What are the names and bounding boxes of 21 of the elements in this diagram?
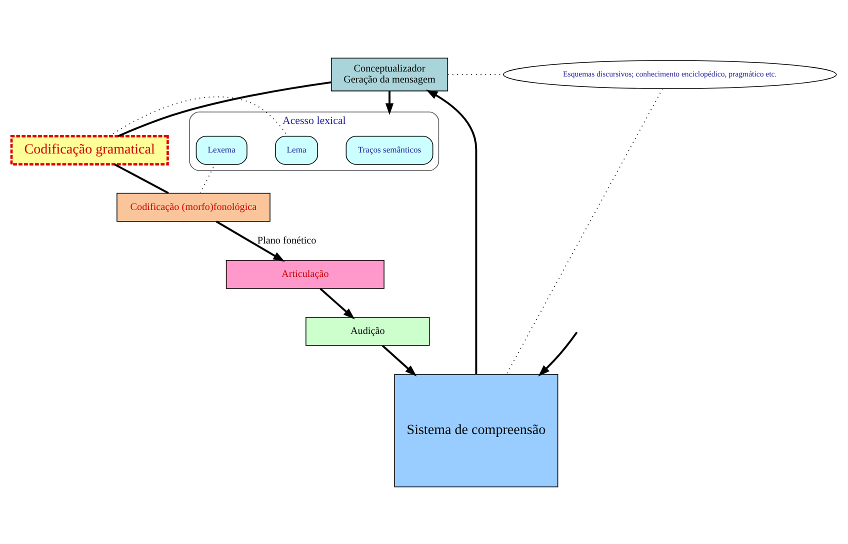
arrow: [320, 287, 355, 319]
node-box: Conceptualizador Geração da mensagem: [330, 57, 448, 91]
node-box: Codificação (morfo)fonológica: [116, 192, 270, 222]
connector: [108, 96, 288, 136]
node-box: Articulação: [226, 260, 384, 288]
node-ellipse: Esquemas discursivos; conhecimento enciclopédico, pragmático etc.: [503, 60, 837, 88]
connector: [118, 80, 332, 137]
node-box: Codificação gramatical: [10, 134, 169, 165]
connector: [506, 88, 663, 374]
arrow: [216, 220, 285, 262]
connector: [114, 162, 169, 194]
arrow: [426, 89, 478, 374]
arrow: [538, 331, 578, 376]
node-box: Sistema de compreensão: [394, 374, 558, 487]
node-box: Audição: [306, 316, 430, 346]
edge-label: Plano fonético: [257, 235, 316, 246]
arrow: [382, 344, 417, 376]
node-box: Traços semânticos: [346, 135, 434, 164]
node-box: Lexema: [196, 135, 248, 164]
arrow: [385, 90, 394, 114]
node-box: Lema: [275, 135, 318, 164]
